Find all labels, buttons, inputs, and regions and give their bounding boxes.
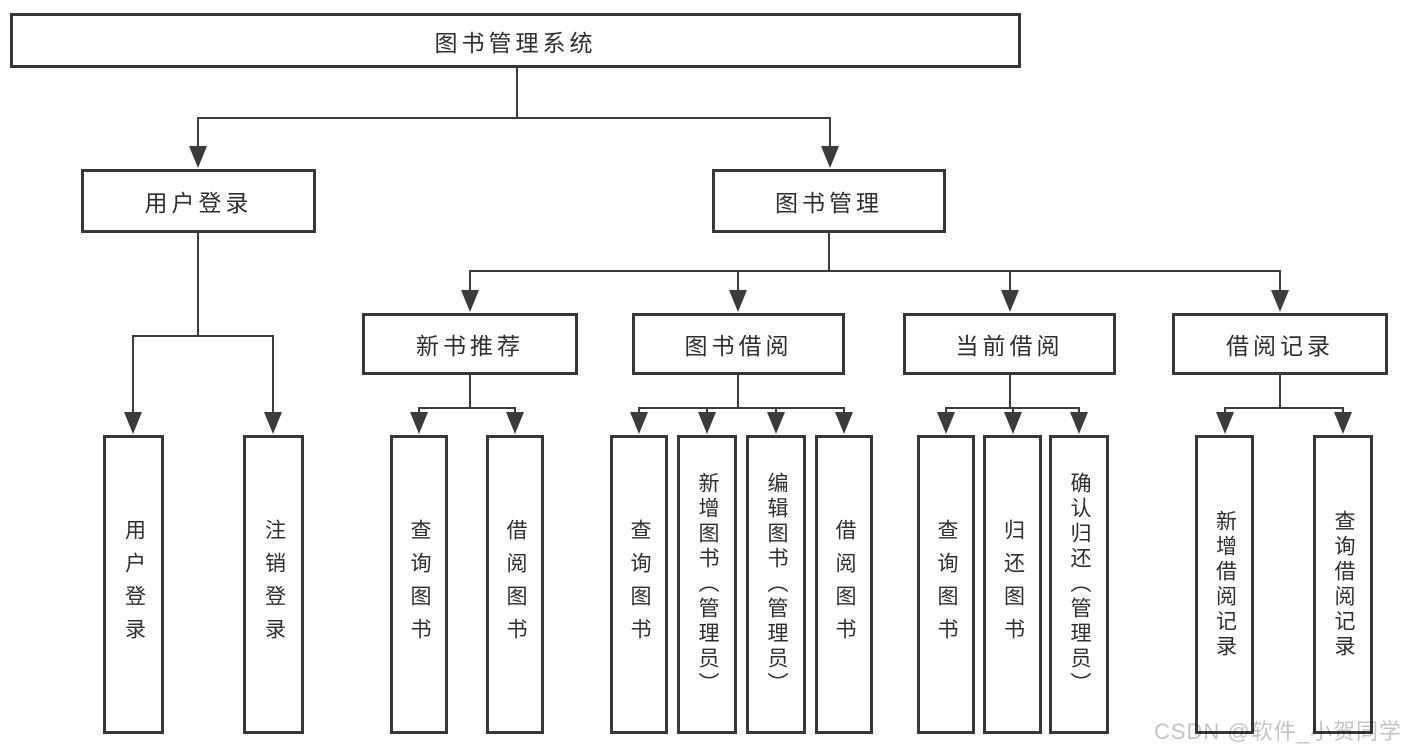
arrowhead-icon	[821, 146, 839, 168]
node-root: 图书管理系统	[10, 13, 1021, 68]
leaf-borrow-book-1: 借阅图书	[486, 435, 544, 734]
arrowhead-icon	[410, 412, 428, 434]
arrowhead-icon	[937, 412, 955, 434]
edges-borrow-record	[1216, 375, 1352, 434]
node-user-login: 用户登录	[81, 169, 316, 233]
arrowhead-icon	[835, 412, 853, 434]
arrowhead-icon	[124, 412, 142, 434]
edges-root	[189, 68, 839, 168]
arrowhead-icon	[630, 412, 648, 434]
arrowhead-icon	[1334, 412, 1352, 434]
arrowhead-icon	[698, 412, 716, 434]
node-book-management: 图书管理	[712, 169, 946, 233]
leaf-query-book-1: 查询图书	[390, 435, 448, 734]
arrowhead-icon	[1216, 412, 1234, 434]
node-current-borrow: 当前借阅	[903, 313, 1116, 375]
edges-book-management	[461, 233, 1289, 312]
arrowhead-icon	[264, 412, 282, 434]
leaf-query-borrow-record: 查询借阅记录	[1313, 435, 1373, 734]
leaf-borrow-book-2: 借阅图书	[815, 435, 873, 734]
arrowhead-icon	[1271, 290, 1289, 312]
leaf-return-book: 归还图书	[983, 435, 1042, 734]
leaf-query-book-3: 查询图书	[917, 435, 975, 734]
node-book-borrow: 图书借阅	[632, 313, 845, 375]
watermark: CSDN @软件_小贺同学	[1153, 719, 1402, 744]
leaf-edit-book-admin: 编辑图书（管理员）	[746, 435, 806, 734]
edges-new-book	[410, 375, 524, 434]
leaf-add-book-admin: 新增图书（管理员）	[677, 435, 737, 734]
node-new-book-recommend: 新书推荐	[362, 313, 578, 375]
edges-book-borrow	[630, 375, 853, 434]
arrowhead-icon	[729, 290, 747, 312]
leaf-add-borrow-record: 新增借阅记录	[1195, 435, 1254, 734]
arrowhead-icon	[1001, 290, 1019, 312]
arrowhead-icon	[506, 412, 524, 434]
leaf-user-login: 用户登录	[103, 435, 164, 734]
leaf-query-book-2: 查询图书	[610, 435, 668, 734]
edges-current-borrow	[937, 375, 1088, 434]
arrowhead-icon	[189, 146, 207, 168]
arrowhead-icon	[1070, 412, 1088, 434]
node-borrow-record: 借阅记录	[1172, 313, 1388, 375]
arrowhead-icon	[461, 290, 479, 312]
leaf-confirm-return-admin: 确认归还（管理员）	[1049, 435, 1109, 734]
leaf-logout: 注销登录	[243, 435, 304, 734]
arrowhead-icon	[1004, 412, 1022, 434]
edges-user-login	[124, 233, 282, 434]
arrowhead-icon	[767, 412, 785, 434]
